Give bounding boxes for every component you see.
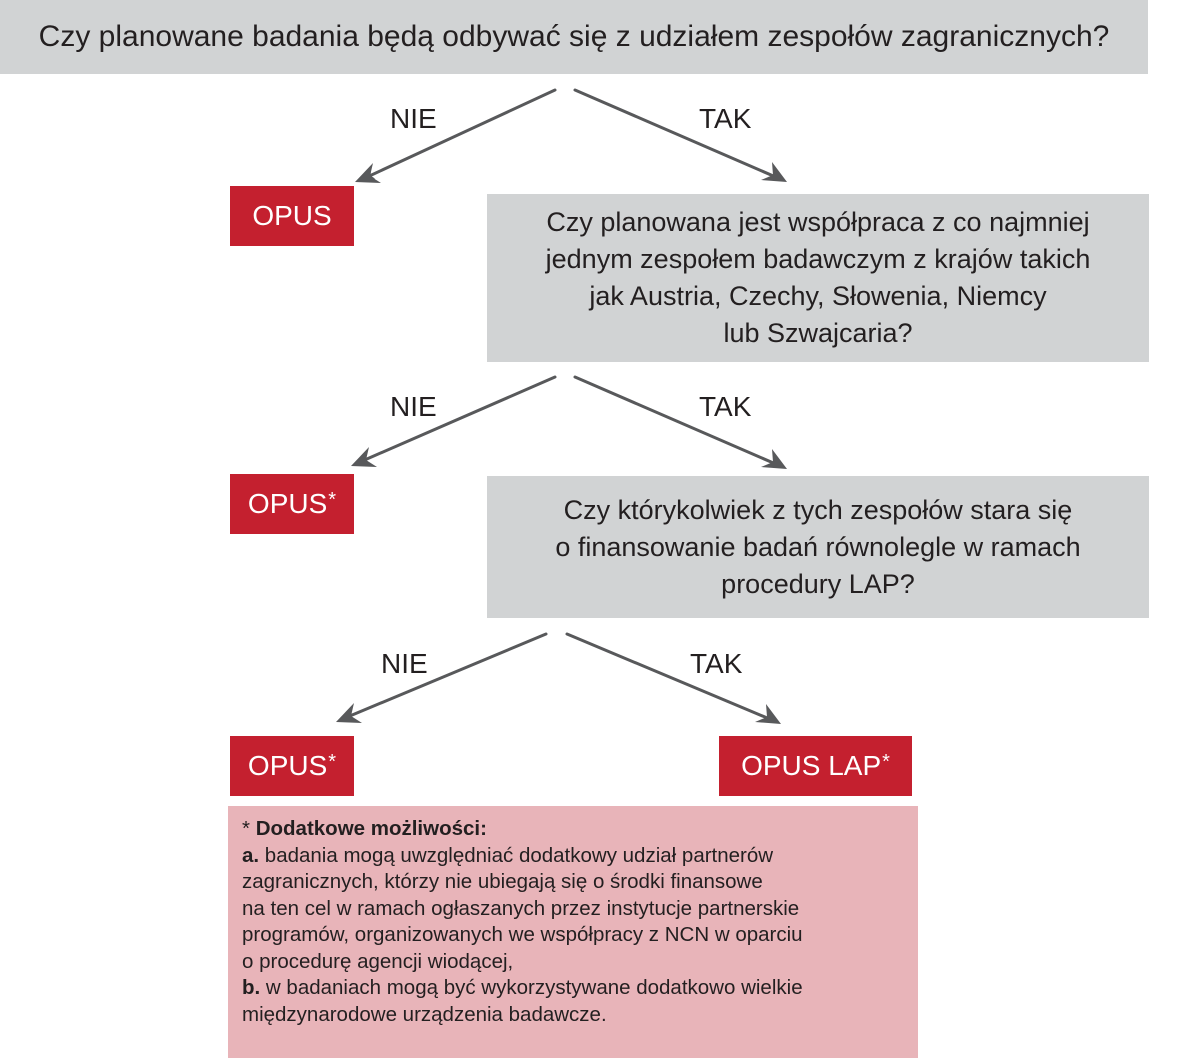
arrow-no-2 xyxy=(358,375,557,464)
arrowhead-yes-2 xyxy=(761,449,787,469)
label-yes-1: TAK xyxy=(699,103,752,134)
additional-options-note: * Dodatkowe możliwości: a. badania mogą … xyxy=(228,806,918,1058)
asterisk-mark: * xyxy=(882,750,890,773)
question-partner-countries: Czy planowana jest współpraca z co najmn… xyxy=(487,194,1149,362)
label-no-3: NIE xyxy=(381,648,428,679)
question-3-text: Czy którykolwiek z tych zespołów stara s… xyxy=(555,494,1081,599)
arrowhead-no-1 xyxy=(355,163,381,183)
result-opus-3: OPUS* xyxy=(230,736,354,796)
result-opus-2-text: OPUS xyxy=(247,488,328,519)
result-opus-2: OPUS* xyxy=(230,474,354,534)
result-opus-1: OPUS xyxy=(230,186,354,246)
result-opus-1-text: OPUS xyxy=(252,200,332,231)
question-2-text: Czy planowana jest współpraca z co najmn… xyxy=(545,207,1091,348)
arrow-no-1 xyxy=(363,88,557,180)
result-opus-lap-text: OPUS LAP xyxy=(741,750,882,781)
label-yes-3: TAK xyxy=(690,648,743,679)
note-title: Dodatkowe możliwości: xyxy=(255,817,487,840)
arrow-no-3 xyxy=(343,632,548,720)
note-a-text: badania mogą uwzględniać dodatkowy udzia… xyxy=(242,843,803,973)
note-star: * xyxy=(242,817,256,840)
asterisk-mark: * xyxy=(328,750,337,773)
result-opus-lap: OPUS LAP* xyxy=(719,736,912,796)
question-lap-procedure: Czy którykolwiek z tych zespołów stara s… xyxy=(487,476,1149,618)
note-a-label: a. xyxy=(242,843,260,867)
arrow-yes-2 xyxy=(573,375,780,467)
label-no-1: NIE xyxy=(390,103,437,134)
arrow-yes-3 xyxy=(565,632,774,722)
label-yes-2: TAK xyxy=(699,391,752,422)
note-b-label: b. xyxy=(242,976,261,999)
asterisk-mark: * xyxy=(328,488,337,511)
arrow-yes-1 xyxy=(573,88,780,180)
arrowhead-no-2 xyxy=(351,447,377,467)
question-foreign-teams: Czy planowane badania będą odbywać się z… xyxy=(0,0,1148,74)
note-b-text: w badaniach mogą być wykorzystywane doda… xyxy=(242,976,803,1026)
arrowhead-yes-1 xyxy=(761,162,787,182)
arrowhead-no-3 xyxy=(336,703,362,723)
question-1-text: Czy planowane badania będą odbywać się z… xyxy=(38,20,1110,53)
arrowhead-yes-3 xyxy=(755,704,781,724)
result-opus-3-text: OPUS xyxy=(247,750,328,781)
label-no-2: NIE xyxy=(390,391,437,422)
